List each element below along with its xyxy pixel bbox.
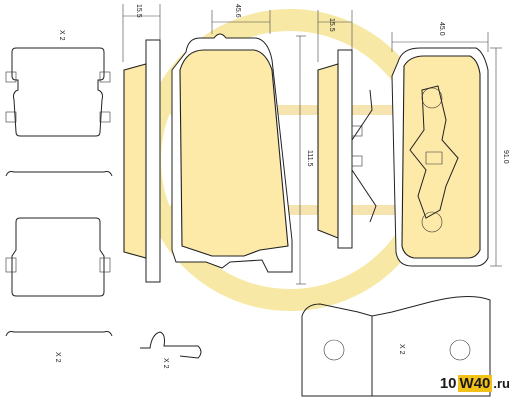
clip-bottom-qty: X 2 [54, 352, 61, 363]
wire-spring-bottom [5, 331, 113, 337]
inner-pad-side-view: 15.5 [122, 4, 161, 283]
outer-pad-side-view: 15.5 [317, 10, 377, 249]
dim-outer-width: 45.0 [438, 22, 445, 36]
clip-top-qty: X 2 [58, 30, 65, 41]
clip-bottom: X 2 [5, 217, 111, 363]
outer-pad-face-view: 45.0 91.0 [391, 22, 509, 267]
dim-inner-length: 111.5 [306, 150, 313, 167]
dim-inner-thickness: 15.5 [135, 4, 142, 18]
inner-pad-face-view: 45.6 111.5 [171, 4, 313, 285]
watermark-highlight: W40 [457, 374, 493, 392]
spring-qty: X 2 [162, 358, 169, 369]
hook-spring: X 2 [140, 331, 202, 369]
shim-plate: X 2 [301, 296, 491, 397]
site-watermark: 10 W40 .ru [436, 372, 514, 394]
dim-inner-width: 45.6 [234, 4, 241, 18]
dim-outer-height: 91.0 [502, 150, 509, 164]
clip-top: X 2 [5, 30, 111, 137]
watermark-prefix: 10 [439, 374, 457, 392]
shim-qty: X 2 [398, 344, 405, 355]
watermark-suffix: .ru [493, 375, 510, 391]
wire-spring-top [5, 171, 113, 177]
dim-outer-thickness: 15.5 [328, 18, 335, 32]
